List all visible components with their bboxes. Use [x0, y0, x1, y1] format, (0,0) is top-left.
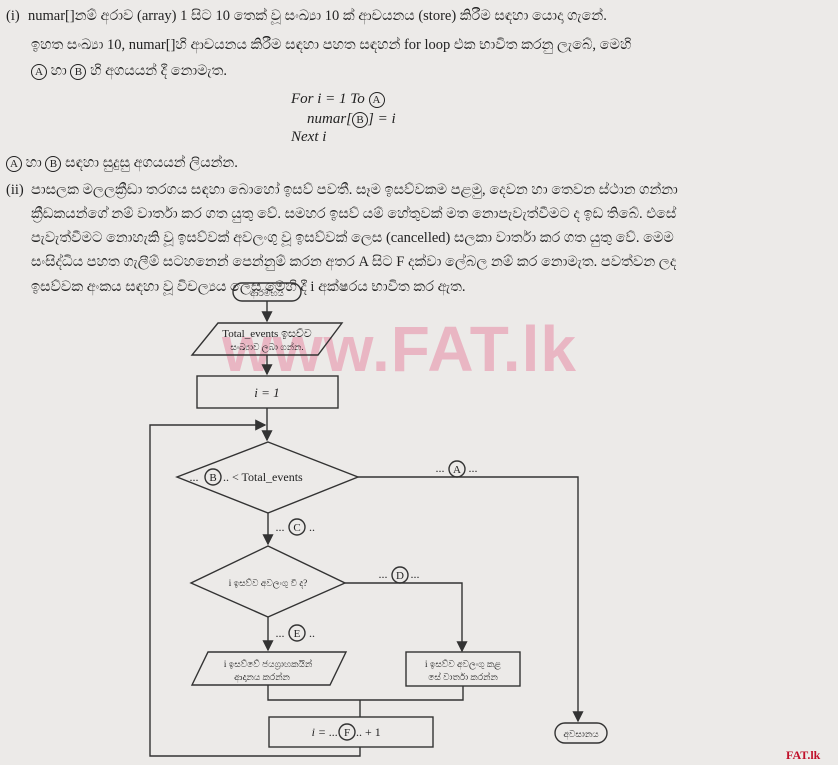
- part-ii-line: සංසිද්ධිය පහත ගැලීම් සටහනෙන් පෙන්නුම් කර…: [31, 254, 677, 270]
- output-label-1: i ඉසව්වේ ජයග්‍රාහකයින්: [224, 659, 312, 670]
- part-i-line2: ඉහත සංඛ්‍යා 10, numar[]හි ආචයනය කිරීම සඳ…: [31, 37, 632, 53]
- code-assign-line: numar[B] = i: [307, 111, 396, 128]
- code-for-line: For i = 1 To A: [291, 91, 385, 108]
- text: හා: [50, 63, 67, 79]
- init-label: i = 1: [254, 385, 279, 400]
- part-ii-line: පාසලක මලලක්‍රීඩා තරගය සඳහා බොහෝ ඉසව් පවත…: [31, 182, 678, 198]
- end-terminator: [554, 722, 608, 744]
- part-i-instruction: A හා B සඳහා සුදුසු අගයයන් ලියන්න.: [6, 155, 238, 172]
- label-a-circle: A: [31, 63, 47, 80]
- increment-box: [268, 716, 434, 748]
- part-ii-line: පැවැත්වීමට නොහැකි වූ ඉසව්වක් අවලංගු වූ ඉ…: [31, 230, 674, 246]
- input-label-2: සංඛ්‍යාව ලබා ගන්න.: [230, 342, 303, 353]
- label-c-circle: [288, 518, 306, 536]
- label-a-circle: [448, 460, 466, 478]
- input-parallelogram: [190, 322, 344, 356]
- for-text: For i = 1 To: [291, 91, 365, 107]
- label-b-circle: [204, 468, 222, 486]
- decision1-dots: ...: [190, 470, 199, 484]
- output-label-2: ආදානය කරන්න: [234, 672, 290, 683]
- dots: ...: [276, 520, 285, 534]
- part-i-line1: numar[]නම් අරාව (array) 1 සිට 10 තෙක් වූ…: [28, 8, 607, 24]
- text: හි අගයයන් දී නොමැත.: [90, 63, 227, 79]
- dots: ...: [469, 461, 478, 475]
- label-b: B: [209, 472, 216, 484]
- watermark: www.FAT.lk: [222, 313, 577, 385]
- branch-a-line: [358, 476, 584, 723]
- dots: ...: [436, 461, 445, 475]
- decision1-label: .. < Total_events: [223, 470, 303, 484]
- dots: ...: [379, 567, 388, 581]
- cancel-label-2: සේ වාර්තා කරන්න: [428, 672, 498, 682]
- label-e-circle: [288, 624, 306, 642]
- label-a: A: [453, 464, 461, 476]
- branch-d-line: [345, 582, 468, 653]
- dots: ..: [309, 626, 315, 640]
- part-i-line3: A හා B හි අගයයන් දී නොමැත.: [31, 63, 227, 80]
- corner-logo: FAT.lk: [786, 748, 821, 762]
- cancel-label-1: i ඉසව්ව අවලංගු කළ: [425, 659, 501, 670]
- decision2-label: i ඉසව්ව අවලංගු වී ද?: [229, 578, 308, 589]
- label-b-circle: B: [70, 63, 87, 80]
- label-b-circle: B: [45, 155, 62, 172]
- label-e: E: [294, 628, 301, 640]
- part-ii-line: ඉසව්වක අංකය සඳහා වූ විචල්‍යය ලෙස මෙහි දී…: [31, 279, 466, 295]
- loop-back-line: [149, 419, 361, 757]
- start-label: ආරම්භය: [250, 288, 284, 299]
- code-next-line: Next i: [291, 129, 327, 145]
- label-f: F: [344, 727, 350, 739]
- label-d: D: [396, 570, 404, 582]
- text: හා: [25, 155, 42, 171]
- increment-post: .. + 1: [356, 725, 381, 739]
- dots: ...: [411, 567, 420, 581]
- label-b-circle: B: [352, 111, 369, 128]
- dots: ..: [309, 520, 315, 534]
- input-label-1: Total_events ඉසව්ව: [222, 328, 312, 340]
- part-ii-line: ක්‍රීඩකයන්ගේ නම් වාර්තා කර ගත යුතු වේ. ස…: [31, 206, 677, 222]
- label-f-circle: [338, 723, 356, 741]
- merge-line: [267, 685, 464, 701]
- input-winners-parallelogram: [190, 651, 348, 686]
- increment-pre: i = ...: [312, 725, 338, 739]
- part-ii-number: (ii): [6, 182, 24, 198]
- end-label: අවසානය: [563, 729, 599, 740]
- label-c: C: [293, 522, 300, 534]
- label-a-circle: A: [368, 91, 385, 108]
- part-i-number: (i): [6, 8, 20, 24]
- text: සඳහා සුදුසු අගයයන් ලියන්න.: [65, 155, 238, 171]
- dots: ...: [276, 626, 285, 640]
- assign-post: ] = i: [368, 111, 396, 127]
- assign-pre: numar[: [307, 111, 353, 127]
- label-a-circle: A: [6, 155, 22, 172]
- label-d-circle: [391, 566, 409, 584]
